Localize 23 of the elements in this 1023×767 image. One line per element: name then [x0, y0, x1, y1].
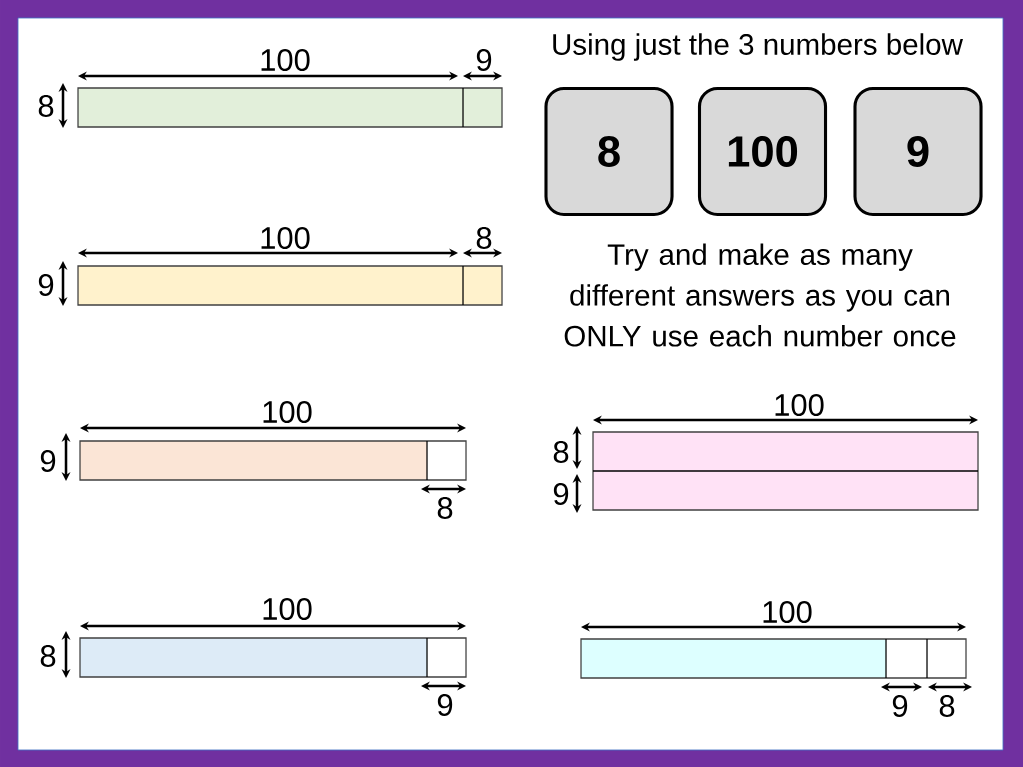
title: Using just the 3 numbers below [553, 33, 963, 61]
dimension-label: 100 [261, 49, 310, 71]
dimension-label: 9 [553, 483, 569, 505]
dimension-label: 8 [437, 497, 453, 519]
dimension-label: 9 [892, 695, 908, 717]
dimension-label: 100 [263, 598, 312, 620]
instruction-text: Try and make as many different answers as you can ONLY use each number once [564, 243, 956, 347]
dimension-label: 100 [775, 394, 824, 416]
dimension-label: 100 [763, 601, 812, 623]
dimension-label: 8 [553, 441, 569, 463]
number-card: 9 [853, 86, 983, 217]
dimension-label: 100 [263, 401, 312, 423]
dimension-label: 9 [40, 450, 56, 472]
dimension-label: 9 [38, 274, 54, 296]
dimension-label: 100 [261, 227, 310, 249]
number-card: 100 [697, 86, 828, 217]
dimension-label: 9 [437, 694, 453, 716]
dimension-label: 8 [38, 95, 54, 117]
dimension-label: 8 [476, 227, 492, 249]
number-card: 8 [544, 86, 674, 217]
dimension-label: 8 [939, 695, 955, 717]
dimension-label: 9 [476, 49, 492, 71]
dimension-label: 8 [40, 645, 56, 667]
